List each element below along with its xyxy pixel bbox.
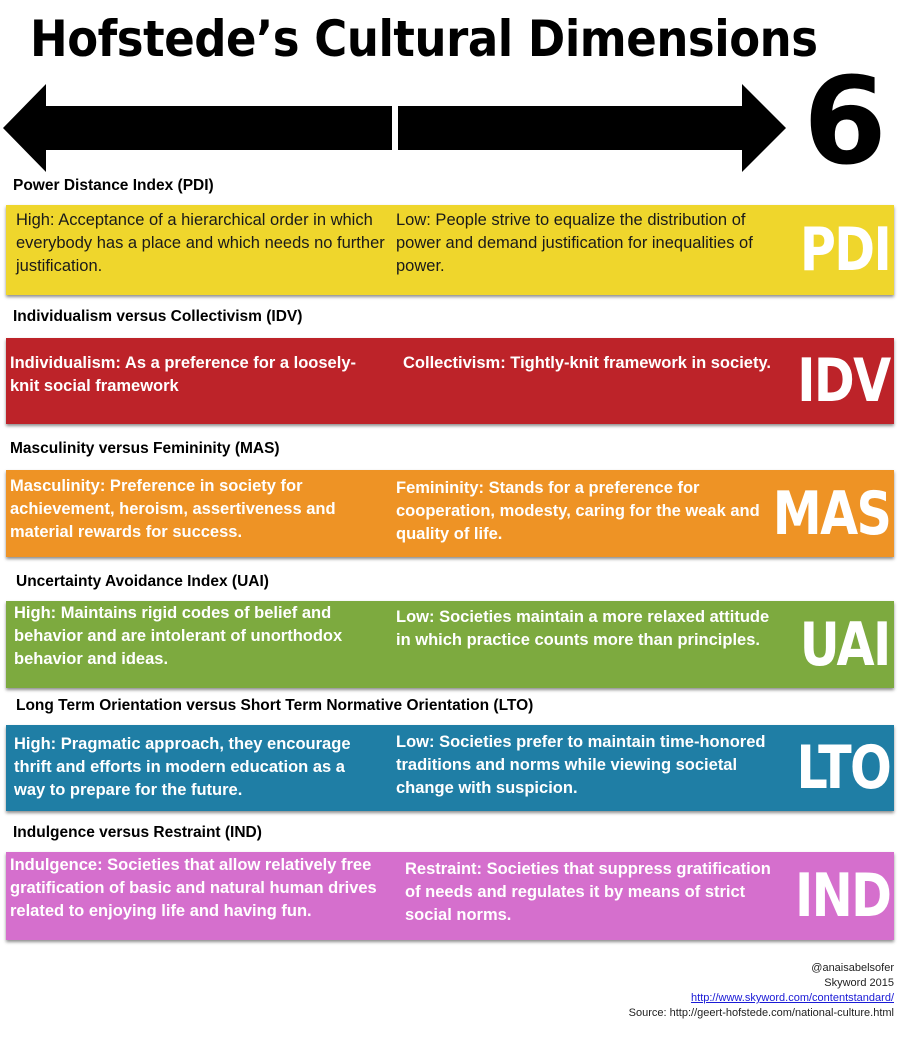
mas-abbreviation: MAS [772, 478, 891, 549]
section-label-pdi: Power Distance Index (PDI) [13, 177, 214, 194]
section-label-mas: Masculinity versus Femininity (MAS) [10, 440, 280, 457]
idv-individualism-text: Individualism: As a preference for a loo… [10, 354, 356, 395]
uai-high-text: High: Maintains rigid codes of belief an… [14, 604, 343, 668]
uai-low-text: Low: Societies maintain a more relaxed a… [396, 608, 770, 649]
ind-indulgence-text: Indulgence: Societies that allow relativ… [10, 856, 377, 920]
author-handle: @anaisabelsofer [811, 962, 894, 974]
ind-abbreviation: IND [794, 861, 892, 931]
pdi-high-text: High: Acceptance of a hierarchical order… [16, 211, 385, 275]
band-idv: Individualism: As a preference for a loo… [6, 338, 894, 424]
dimension-count: 6 [803, 53, 887, 192]
lto-low-text: Low: Societies prefer to maintain time-h… [396, 733, 766, 797]
section-label-idv: Individualism versus Collectivism (IDV) [13, 308, 303, 325]
section-label-lto: Long Term Orientation versus Short Term … [16, 697, 534, 714]
pdi-abbreviation: PDI [799, 215, 892, 285]
page-title: Hofstede’s Cultural Dimensions [30, 10, 818, 68]
section-label-ind: Indulgence versus Restraint (IND) [13, 824, 262, 841]
ind-restraint-text: Restraint: Societies that suppress grati… [405, 860, 771, 924]
skyword-link[interactable]: http://www.skyword.com/contentstandard/ [691, 992, 894, 1004]
idv-collectivism-text: Collectivism: Tightly-knit framework in … [403, 354, 771, 372]
lto-high-text: High: Pragmatic approach, they encourage… [14, 735, 351, 799]
band-mas: Masculinity: Preference in society for a… [6, 470, 894, 557]
band-uai: High: Maintains rigid codes of belief an… [6, 601, 894, 688]
lto-abbreviation: LTO [796, 733, 891, 803]
band-lto: High: Pragmatic approach, they encourage… [6, 725, 894, 811]
source-line: Source: http://geert-hofstede.com/nation… [628, 1007, 894, 1019]
left-arrow-icon [3, 84, 392, 172]
idv-abbreviation: IDV [797, 346, 892, 416]
footer-credits: @anaisabelsofer Skyword 2015 http://www.… [629, 961, 894, 1021]
pdi-low-text: Low: People strive to equalize the distr… [396, 211, 753, 275]
mas-femininity-text: Femininity: Stands for a preference for … [396, 479, 760, 543]
double-arrow-icon [3, 84, 786, 172]
band-ind: Indulgence: Societies that allow relativ… [6, 852, 894, 940]
mas-masculinity-text: Masculinity: Preference in society for a… [10, 477, 336, 541]
uai-abbreviation: UAI [800, 609, 892, 680]
band-pdi: High: Acceptance of a hierarchical order… [6, 205, 894, 295]
right-arrow-icon [398, 84, 786, 172]
section-label-uai: Uncertainty Avoidance Index (UAI) [16, 573, 269, 590]
credit-line: Skyword 2015 [824, 977, 894, 989]
